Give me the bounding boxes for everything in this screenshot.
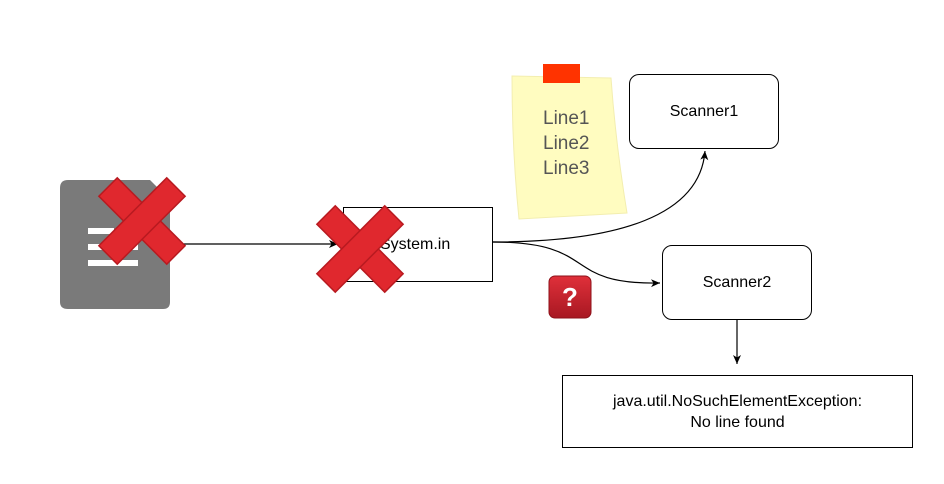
scanner2-box: Scanner2 <box>662 245 812 320</box>
system-in-label: System.in <box>380 235 451 253</box>
note-line-2: Line2 <box>543 133 590 154</box>
edge-system-in-to-scanner2 <box>492 241 661 288</box>
sticky-note-text: Line1 Line2 Line3 <box>543 106 590 181</box>
question-mark-icon: ? <box>548 275 592 319</box>
exception-line-2: No line found <box>690 413 785 431</box>
tape <box>543 64 580 83</box>
sticky-note <box>511 64 628 220</box>
scanner1-label: Scanner1 <box>669 102 739 120</box>
scanner2-label: Scanner2 <box>702 273 772 291</box>
exception-box: java.util.NoSuchElementException: No lin… <box>562 375 913 448</box>
note-line-1: Line1 <box>543 108 590 129</box>
system-in-box: System.in <box>343 207 493 282</box>
exception-line-1: java.util.NoSuchElementException: <box>612 392 863 410</box>
red-x-icon <box>97 176 187 266</box>
note-line-3: Line3 <box>543 158 590 179</box>
question-mark-glyph: ? <box>562 282 578 312</box>
edge-system-in-to-scanner1 <box>492 150 709 243</box>
scanner1-box: Scanner1 <box>629 74 779 149</box>
